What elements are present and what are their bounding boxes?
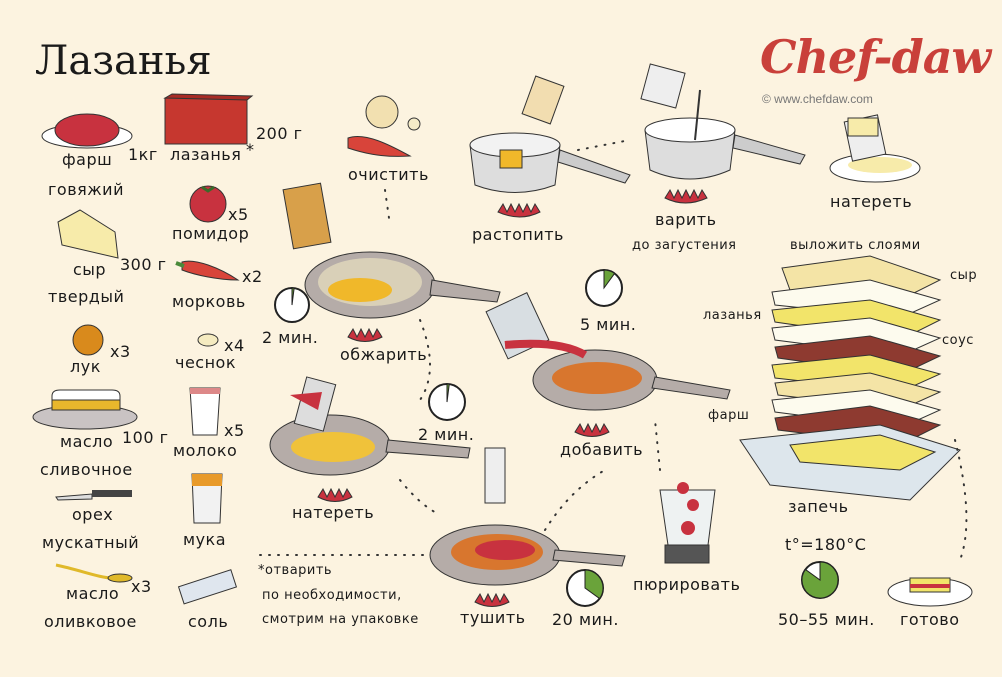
layer-cheese-label: сыр [950, 268, 978, 283]
brand-url: © www.chefdaw.com [762, 92, 873, 106]
step-fry: обжарить [340, 345, 428, 364]
recipe-title: Лазанья [35, 38, 212, 84]
ingredient-nutmeg-name2: мускатный [42, 533, 140, 552]
step-peel: очистить [348, 165, 429, 184]
ingredient-butter-name2: сливочное [40, 460, 133, 479]
burner-icon [664, 188, 708, 204]
ingredient-tomato-name: помидор [172, 224, 250, 243]
mince-illustration [41, 113, 133, 149]
butter-illustration [32, 389, 138, 430]
step-grate-time: 2 мин. [418, 425, 475, 444]
timer-elapsed-wedge [801, 561, 839, 599]
timer-elapsed-wedge [446, 383, 450, 403]
garlic-illustration [197, 333, 219, 347]
brand-logo: Chef-daw [760, 30, 991, 84]
step-melt: растопить [472, 225, 564, 244]
cheese-illustration [57, 209, 119, 259]
timer-elapsed-wedge [291, 287, 295, 306]
ingredient-onion-qty: x3 [110, 342, 131, 361]
onion-illustration [72, 324, 104, 356]
timer-icon [801, 561, 839, 599]
grate-pan-illustration [269, 376, 471, 476]
finished-lasagna-illustration [887, 577, 973, 607]
stew-pan-illustration [429, 447, 626, 586]
burner-icon [574, 422, 610, 437]
blender-illustration [659, 482, 716, 564]
salt-illustration [177, 569, 238, 605]
ingredient-carrot-qty: x2 [242, 267, 263, 286]
step-boil: варить [655, 210, 717, 229]
timer-icon [585, 269, 623, 307]
ingredient-oil-qty: x3 [131, 577, 152, 596]
milk-illustration [189, 387, 221, 436]
knife-illustration [55, 490, 132, 501]
step-stew-time: 20 мин. [552, 610, 619, 629]
step-arrows [259, 139, 968, 561]
note-line3: смотрим на упаковке [262, 612, 419, 627]
carrot-illustration [175, 260, 240, 281]
ingredient-nutmeg-name: орех [72, 505, 114, 524]
layer-sauce-label: соус [942, 333, 974, 348]
ingredient-butter-name: масло [60, 432, 114, 451]
step-layers: выложить слоями [790, 238, 921, 253]
boil-saucepan-illustration [640, 63, 806, 180]
lasagna-layers-illustration [739, 255, 961, 501]
note-line1: *отварить [258, 563, 333, 578]
flour-illustration [191, 473, 223, 524]
timer-icon [428, 383, 466, 421]
ingredient-tomato-qty: x5 [228, 205, 249, 224]
step-stew: тушить [460, 608, 526, 627]
step-puree: пюрировать [633, 575, 741, 594]
layer-mince-label: фарш [708, 408, 750, 423]
ingredient-butter-qty: 100 г [122, 428, 169, 447]
ingredient-cheese-qty: 300 г [120, 255, 167, 274]
ingredient-lasagna-name: лазанья [170, 145, 242, 164]
step-bake-time: 50–55 мин. [778, 610, 875, 629]
burner-icon [317, 487, 353, 502]
step-bake-temp: t°=180°C [785, 535, 867, 554]
burner-icon [497, 202, 541, 218]
ingredient-milk-qty: x5 [224, 421, 245, 440]
step-done: готово [900, 610, 960, 629]
onion-peel-illustration [347, 95, 421, 157]
ingredient-lasagna-qty: 200 г [256, 124, 303, 143]
step-add-time: 5 мин. [580, 315, 637, 334]
step-grate: натереть [292, 503, 375, 522]
ingredient-flour-name: мука [183, 530, 227, 549]
spoon-illustration [55, 563, 133, 583]
ingredient-garlic-name: чеснок [175, 353, 237, 372]
ingredient-oil-name2: оливковое [44, 612, 137, 631]
ingredient-lasagna-mark: * [246, 140, 255, 159]
timer-icon [274, 287, 310, 323]
step-add: добавить [560, 440, 644, 459]
ingredient-mince-qty: 1кг [128, 145, 158, 164]
melt-saucepan-illustration [469, 75, 631, 193]
ingredient-mince-name2: говяжий [48, 180, 124, 199]
timer-elapsed-wedge [584, 569, 604, 600]
tomato-illustration [189, 185, 227, 223]
ingredient-salt-name: соль [188, 612, 229, 631]
ingredient-onion-name: лук [70, 357, 101, 376]
note-line2: по необходимости, [262, 588, 402, 603]
timer-elapsed-wedge [603, 269, 616, 290]
ingredient-cheese-name: сыр [73, 260, 107, 279]
ingredient-milk-name: молоко [173, 441, 238, 460]
add-pan-illustration [485, 292, 731, 411]
ingredient-garlic-qty: x4 [224, 336, 245, 355]
burner-icon [347, 327, 383, 342]
ingredient-oil-name: масло [66, 584, 120, 603]
ingredient-cheese-name2: твердый [48, 287, 125, 306]
step-grate-cheese: натереть [830, 192, 913, 211]
step-bake: запечь [788, 497, 849, 516]
layer-lasagna-label: лазанья [703, 308, 762, 323]
burner-icon [474, 592, 510, 607]
ingredient-carrot-name: морковь [172, 292, 246, 311]
step-boil-note: до загустения [632, 238, 737, 253]
step-fry-time: 2 мин. [262, 328, 319, 347]
timer-icon [566, 569, 604, 607]
lasagna-box-illustration [163, 93, 254, 145]
ingredient-mince-name: фарш [62, 150, 113, 169]
grated-cheese-illustration [829, 114, 921, 183]
fry-pan-illustration [282, 182, 501, 319]
